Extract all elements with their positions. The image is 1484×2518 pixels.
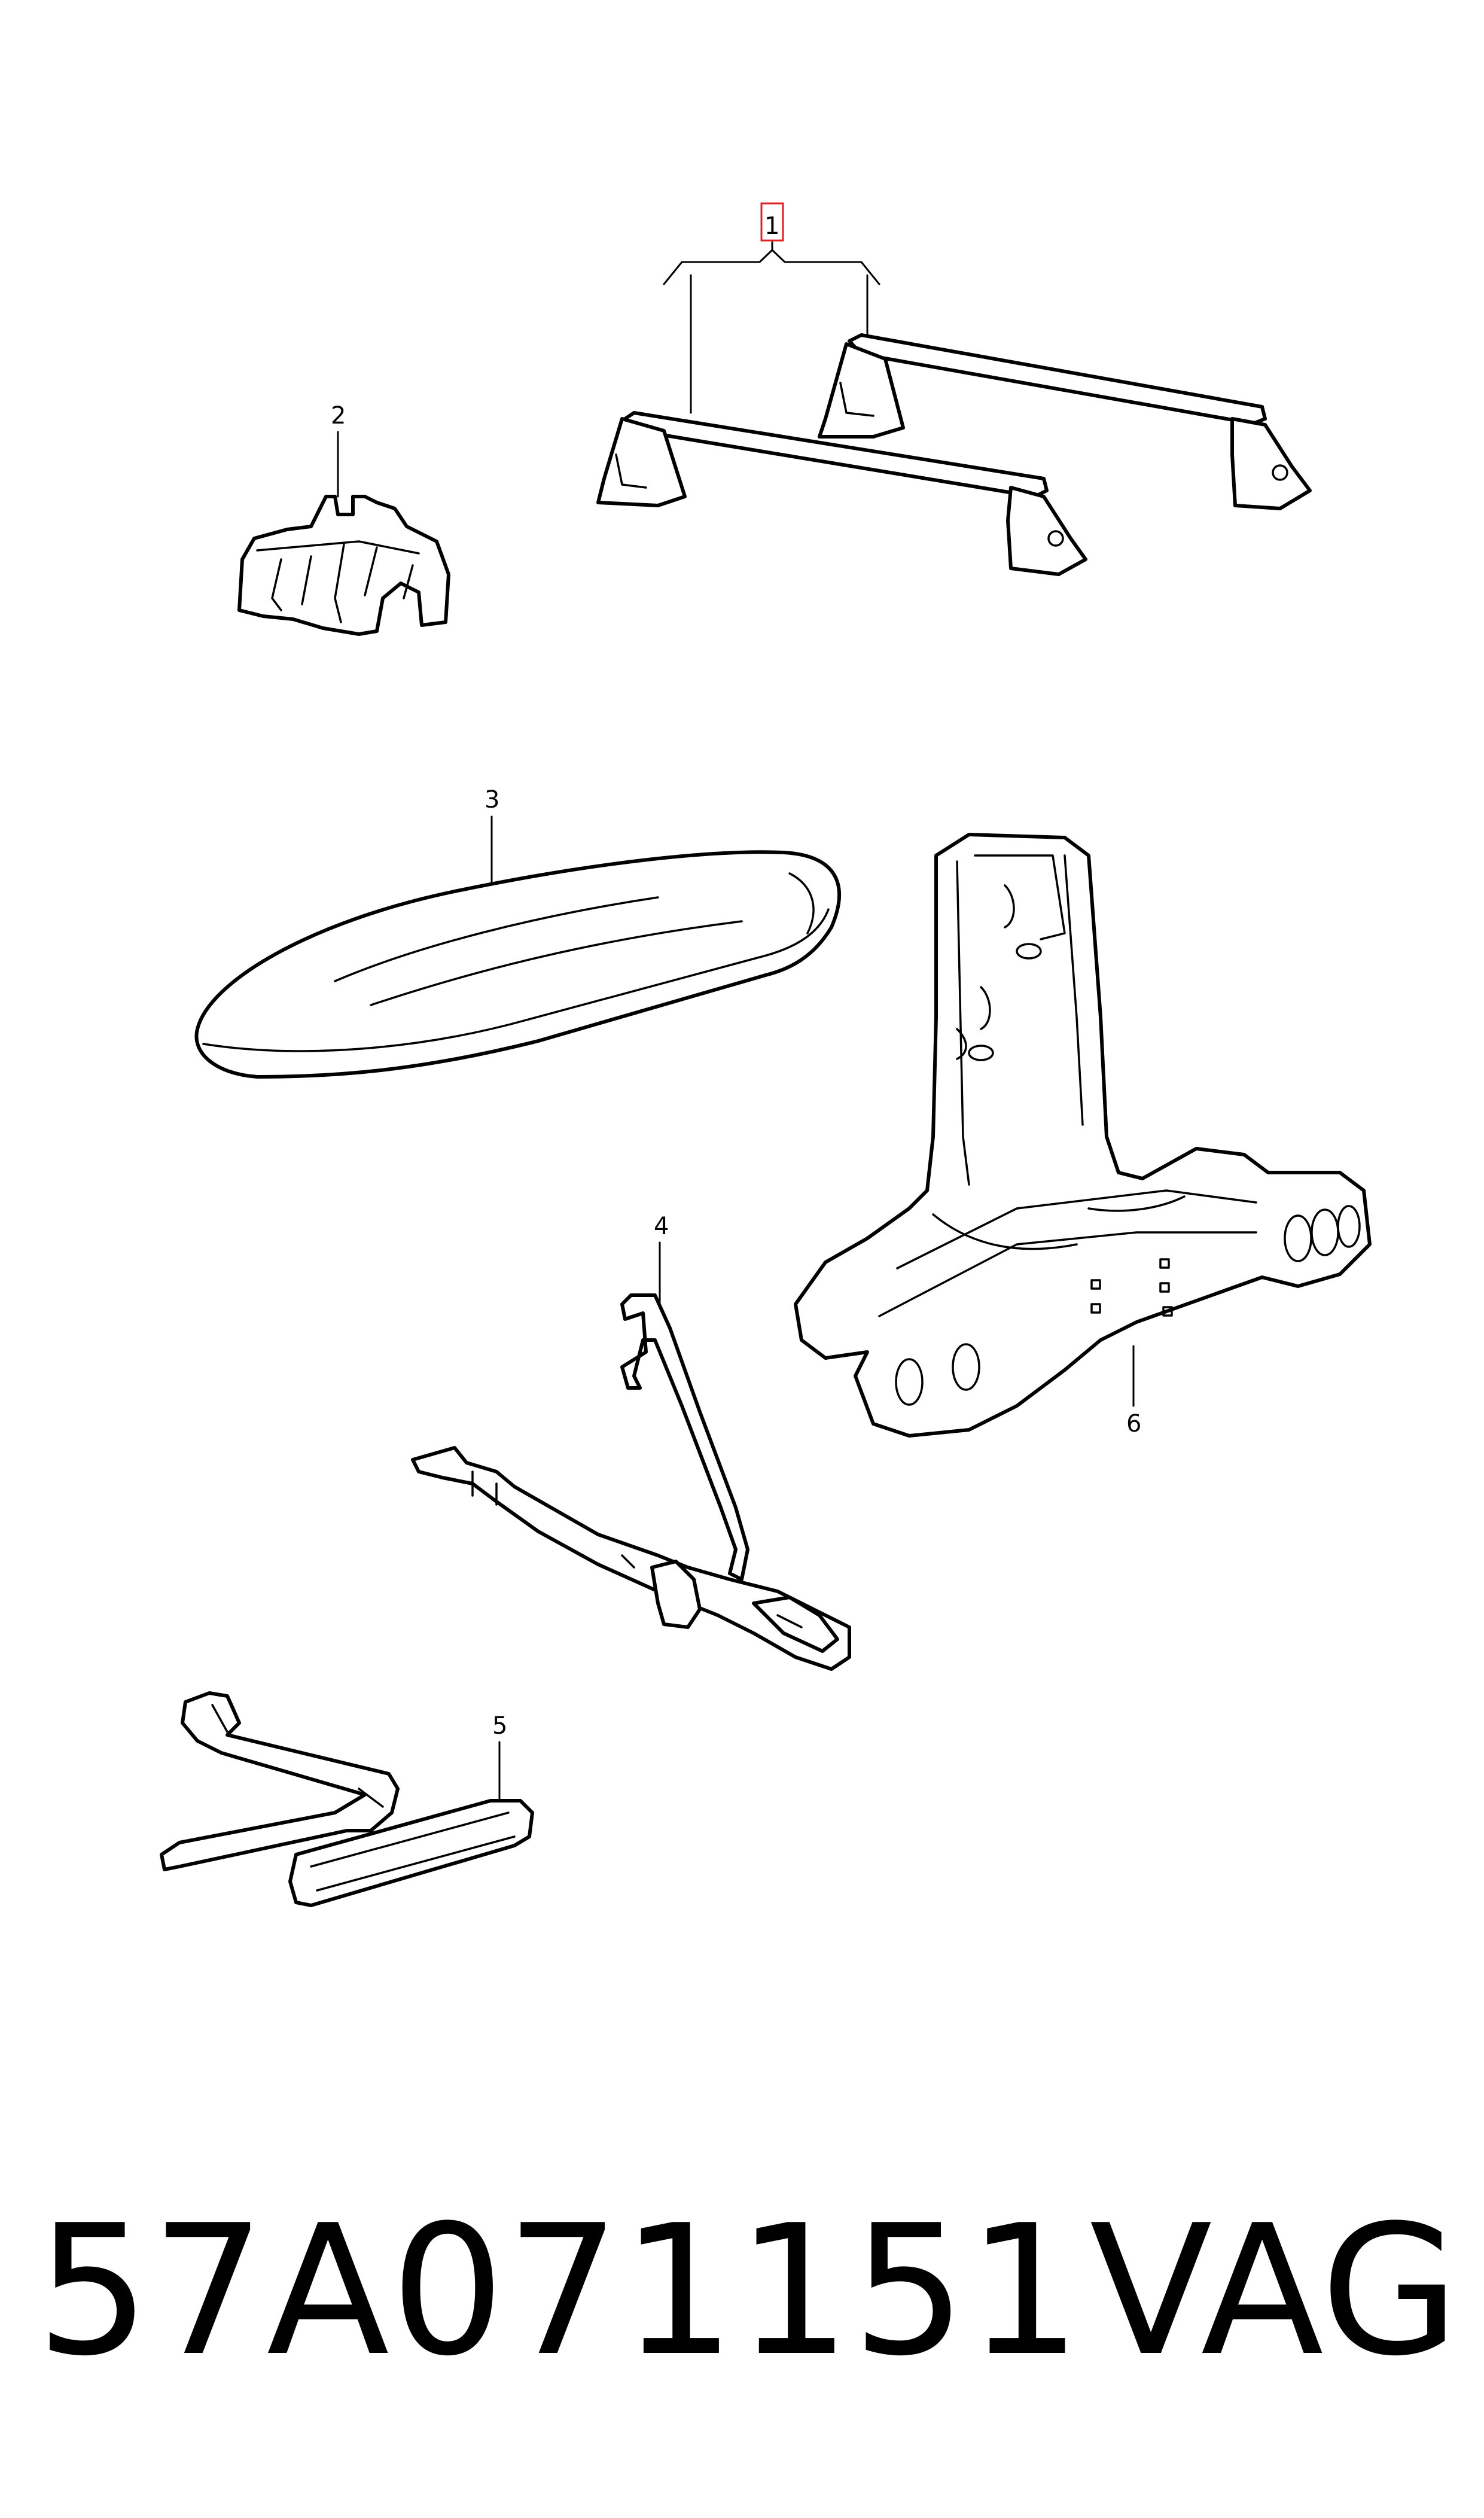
callout-3[interactable]: 3 xyxy=(484,786,499,814)
callout-1[interactable]: 1 xyxy=(760,202,784,242)
callout-5-label: 5 xyxy=(492,1712,507,1740)
callout-6-label: 6 xyxy=(1126,1410,1141,1438)
part-number: 57A071151 xyxy=(36,2187,1083,2395)
bicycle-carrier xyxy=(411,1293,851,1671)
brand-label: VAG xyxy=(1089,2187,1459,2395)
callout-6[interactable]: 6 xyxy=(1126,1410,1141,1438)
roof-box xyxy=(194,850,841,1079)
callout-1-label: 1 xyxy=(764,212,779,240)
callout-3-label: 3 xyxy=(484,786,499,814)
callout-4[interactable]: 4 xyxy=(654,1213,669,1240)
callout-1-highlight-box xyxy=(760,202,784,242)
callout-2-label: 2 xyxy=(331,402,346,430)
footer: 57A071151 VAG xyxy=(36,2202,1459,2429)
roof-bar-front xyxy=(596,411,1087,576)
callout-2[interactable]: 2 xyxy=(331,402,346,430)
callout-5[interactable]: 5 xyxy=(492,1712,507,1740)
towbar-bike-carrier xyxy=(794,833,1372,1438)
roof-foot-pad xyxy=(237,495,450,636)
ski-carrier xyxy=(160,1691,534,1907)
callout-4-label: 4 xyxy=(654,1213,669,1240)
roof-bar-rear xyxy=(818,333,1312,510)
